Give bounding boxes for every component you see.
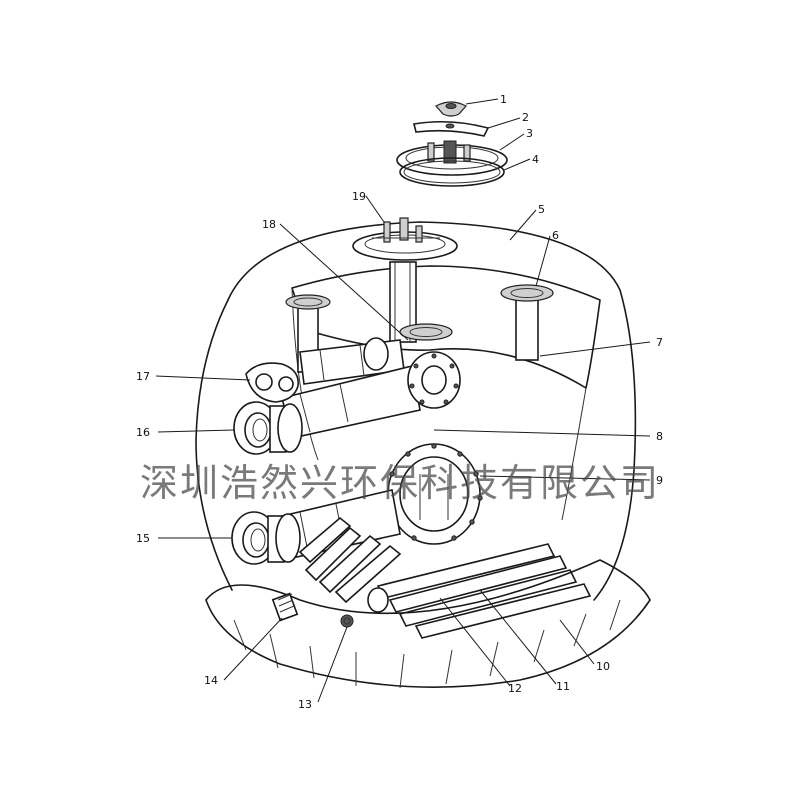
leader-lines xyxy=(155,98,651,703)
tank-base xyxy=(205,559,651,689)
callout-4: 4 xyxy=(532,153,539,166)
upper-distributor-right xyxy=(500,284,554,361)
callout-7: 7 xyxy=(656,336,663,349)
pressure-gauge-plate xyxy=(245,362,299,403)
callout-10: 10 xyxy=(596,660,610,673)
callout-13: 13 xyxy=(298,698,312,711)
callout-1: 1 xyxy=(500,93,507,106)
callout-5: 5 xyxy=(538,203,545,216)
lid-cover xyxy=(396,140,508,176)
callout-9: 9 xyxy=(656,474,663,487)
callout-15: 15 xyxy=(136,532,150,545)
lower-outlet-flange xyxy=(231,511,301,565)
upper-outlet-flange xyxy=(233,401,303,455)
callout-3: 3 xyxy=(526,127,533,140)
callout-18: 18 xyxy=(262,218,276,231)
manhole-cover xyxy=(385,443,483,545)
callout-17: 17 xyxy=(136,370,150,383)
callout-14: 14 xyxy=(204,674,218,687)
callout-labels: 1 2 3 4 5 6 7 8 9 10 11 12 13 14 15 16 1… xyxy=(136,93,663,711)
callout-6: 6 xyxy=(552,229,559,242)
drain-valve xyxy=(271,592,299,622)
lid-knob xyxy=(435,101,467,117)
lid-oring xyxy=(399,157,505,187)
lateral-collectors-right xyxy=(367,543,592,639)
side-port-flange xyxy=(407,351,461,409)
lid-clamp-bar xyxy=(413,120,490,137)
top-flange xyxy=(352,217,458,261)
callout-19: 19 xyxy=(352,190,366,203)
tank-body xyxy=(195,221,637,601)
callout-16: 16 xyxy=(136,426,150,439)
callout-2: 2 xyxy=(522,111,529,124)
callout-12: 12 xyxy=(508,682,522,695)
callout-8: 8 xyxy=(656,430,663,443)
callout-11: 11 xyxy=(556,680,570,693)
lateral-collectors-left xyxy=(298,516,402,604)
drain-plug xyxy=(340,614,354,628)
upper-distributor-center xyxy=(399,323,453,341)
